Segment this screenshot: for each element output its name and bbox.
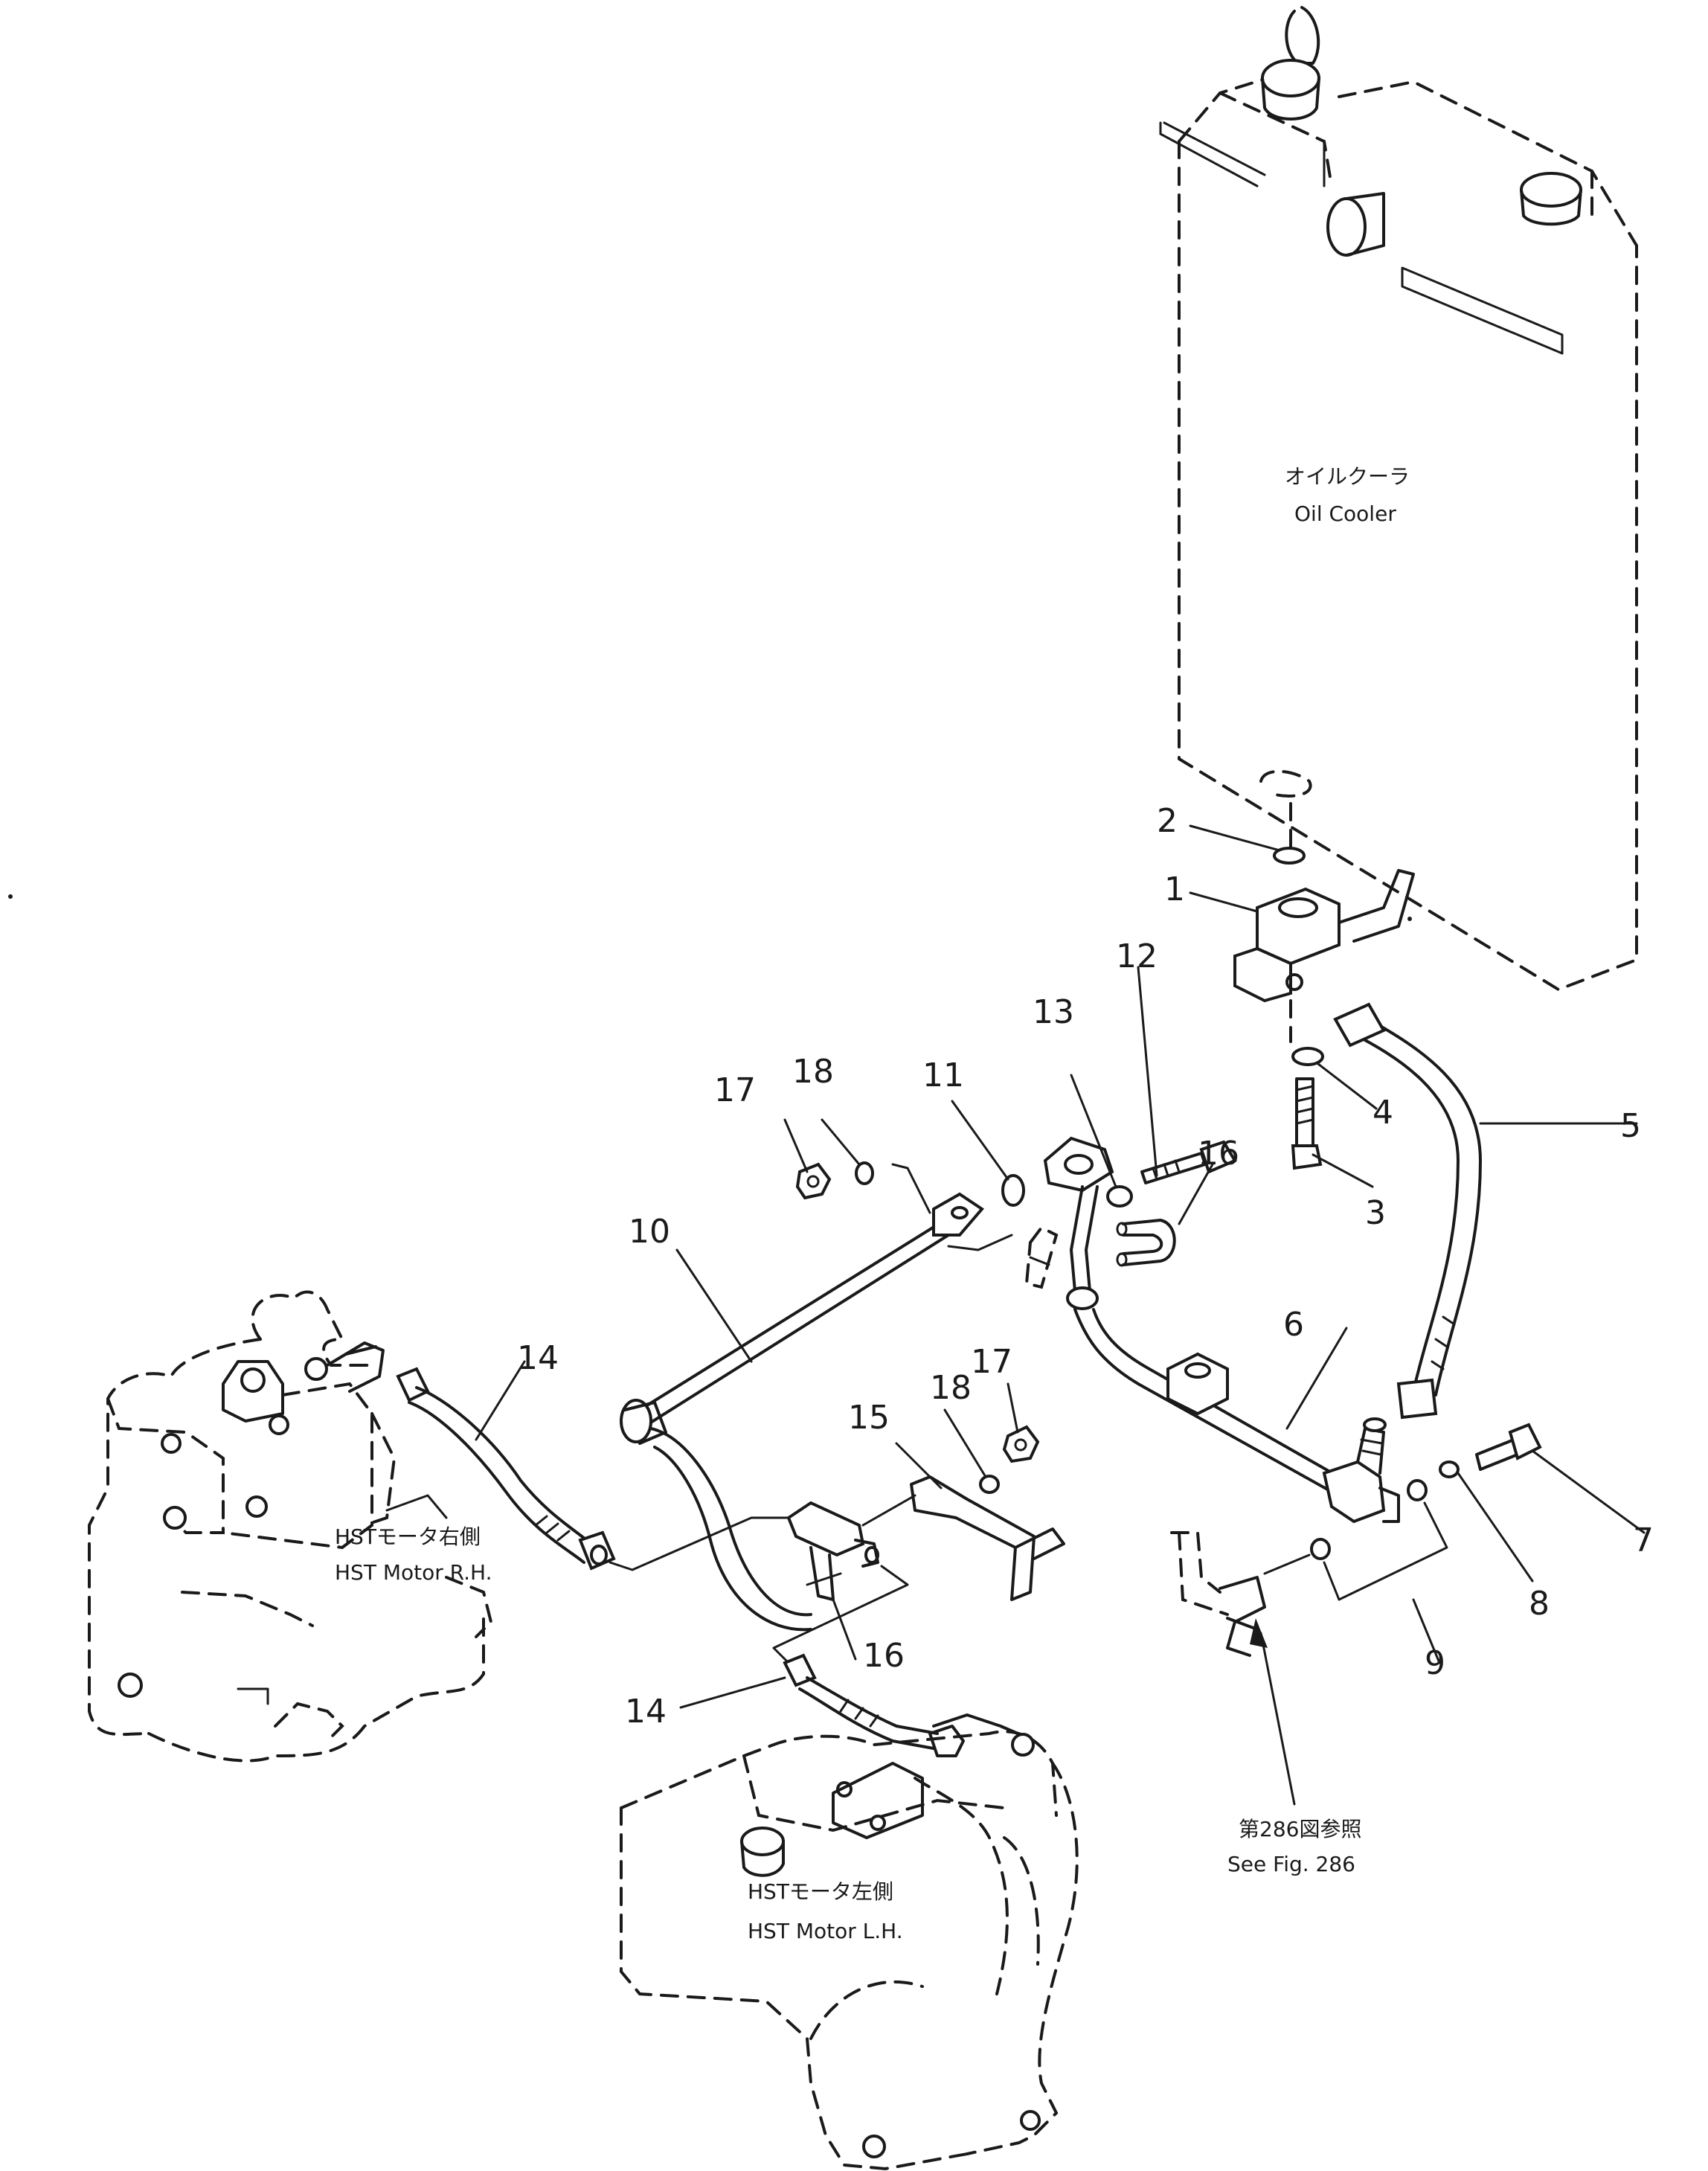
block-part-1 <box>1233 869 1415 1003</box>
clip-outline <box>1024 1225 1059 1289</box>
washer-part-9b <box>1310 1538 1331 1560</box>
clip-part-16-upper <box>1116 1219 1176 1267</box>
callout-15: 15 <box>848 1399 890 1437</box>
callout-17-lower: 17 <box>971 1343 1012 1381</box>
motor-lh-label: HSTモータ左側 HST Motor L.H. <box>748 1879 903 1943</box>
callout-11: 11 <box>922 1056 964 1094</box>
callout-1: 1 <box>1164 870 1185 908</box>
callout-13: 13 <box>1033 993 1074 1031</box>
motor-rh-label-ja: HSTモータ右側 <box>335 1524 481 1549</box>
pipe-part-6 <box>1043 1136 1400 1524</box>
bracket-part-15 <box>910 1475 1065 1601</box>
callout-17-upper: 17 <box>714 1071 756 1109</box>
arrowhead <box>1250 1618 1268 1648</box>
washer-part-18-upper <box>855 1161 874 1185</box>
hst-motor-lh-outline <box>620 1725 1079 2171</box>
motor-rh-label: HSTモータ右側 HST Motor R.H. <box>335 1524 492 1585</box>
bolt-part-3 <box>1291 1077 1323 1170</box>
bolt-part-12 <box>1140 1140 1237 1184</box>
callout-10: 10 <box>629 1213 670 1251</box>
callout-14-upper: 14 <box>517 1339 559 1377</box>
oil-cooler-outline <box>1159 73 1638 992</box>
oil-cooler-label: オイルクーラ Oil Cooler <box>1285 464 1410 526</box>
washer-part-9a <box>1407 1479 1428 1501</box>
callout-16-lower: 16 <box>863 1637 905 1675</box>
reference-label-ja: 第286図参照 <box>1239 1817 1361 1841</box>
reference-label: 第286図参照 See Fig. 286 <box>1227 1817 1361 1876</box>
washer-part-13 <box>1106 1185 1133 1208</box>
leader-lines <box>475 824 1646 1806</box>
callout-18-lower: 18 <box>930 1369 972 1407</box>
hose-part-5 <box>1333 1002 1482 1420</box>
callout-2: 2 <box>1157 802 1178 840</box>
hose-part-14-upper <box>396 1367 616 1571</box>
washer-part-8 <box>1439 1460 1460 1478</box>
cooler-flange-outline <box>1259 769 1312 798</box>
callout-6: 6 <box>1283 1306 1304 1344</box>
motor-lh-label-en: HST Motor L.H. <box>748 1919 903 1943</box>
oil-cooler-label-ja: オイルクーラ <box>1285 464 1410 489</box>
motor-lh-label-ja: HSTモータ左側 <box>748 1879 893 1904</box>
callout-4: 4 <box>1372 1094 1393 1132</box>
nut-part-17-lower <box>1002 1425 1040 1463</box>
callout-9: 9 <box>1425 1644 1445 1682</box>
cooler-port-icon <box>1326 172 1582 257</box>
callout-5: 5 <box>1620 1107 1641 1145</box>
fitting-fig286 <box>1170 1531 1266 1657</box>
reference-label-en: See Fig. 286 <box>1227 1852 1355 1876</box>
nut-part-17-upper <box>795 1162 832 1200</box>
filler-cap-icon <box>1261 6 1320 121</box>
scan-dot <box>8 894 13 899</box>
callout-numbers: 1 2 3 4 5 6 7 8 9 10 11 12 13 14 14 15 1… <box>517 802 1654 1731</box>
scan-dot <box>1407 917 1412 921</box>
callout-7: 7 <box>1633 1521 1654 1559</box>
bolt-part-7 <box>1475 1423 1542 1471</box>
tee-fitting <box>786 1501 879 1601</box>
callout-18-upper: 18 <box>792 1053 834 1091</box>
callout-8: 8 <box>1529 1585 1550 1623</box>
oil-cooler-label-en: Oil Cooler <box>1294 501 1396 526</box>
motor-rh-label-en: HST Motor R.H. <box>335 1560 492 1585</box>
washer-part-4 <box>1291 1047 1324 1066</box>
washer-part-18-lower <box>979 1475 1000 1494</box>
tube-part-10 <box>620 1192 1013 1632</box>
hst-motor-rh-outline <box>88 1290 493 1763</box>
o-ring-part-2 <box>1273 847 1306 865</box>
o-ring-part-11 <box>1001 1174 1025 1207</box>
callout-14-lower: 14 <box>625 1693 667 1731</box>
callout-16-upper: 16 <box>1198 1135 1239 1173</box>
callout-12: 12 <box>1116 937 1158 975</box>
callout-3: 3 <box>1365 1194 1386 1232</box>
